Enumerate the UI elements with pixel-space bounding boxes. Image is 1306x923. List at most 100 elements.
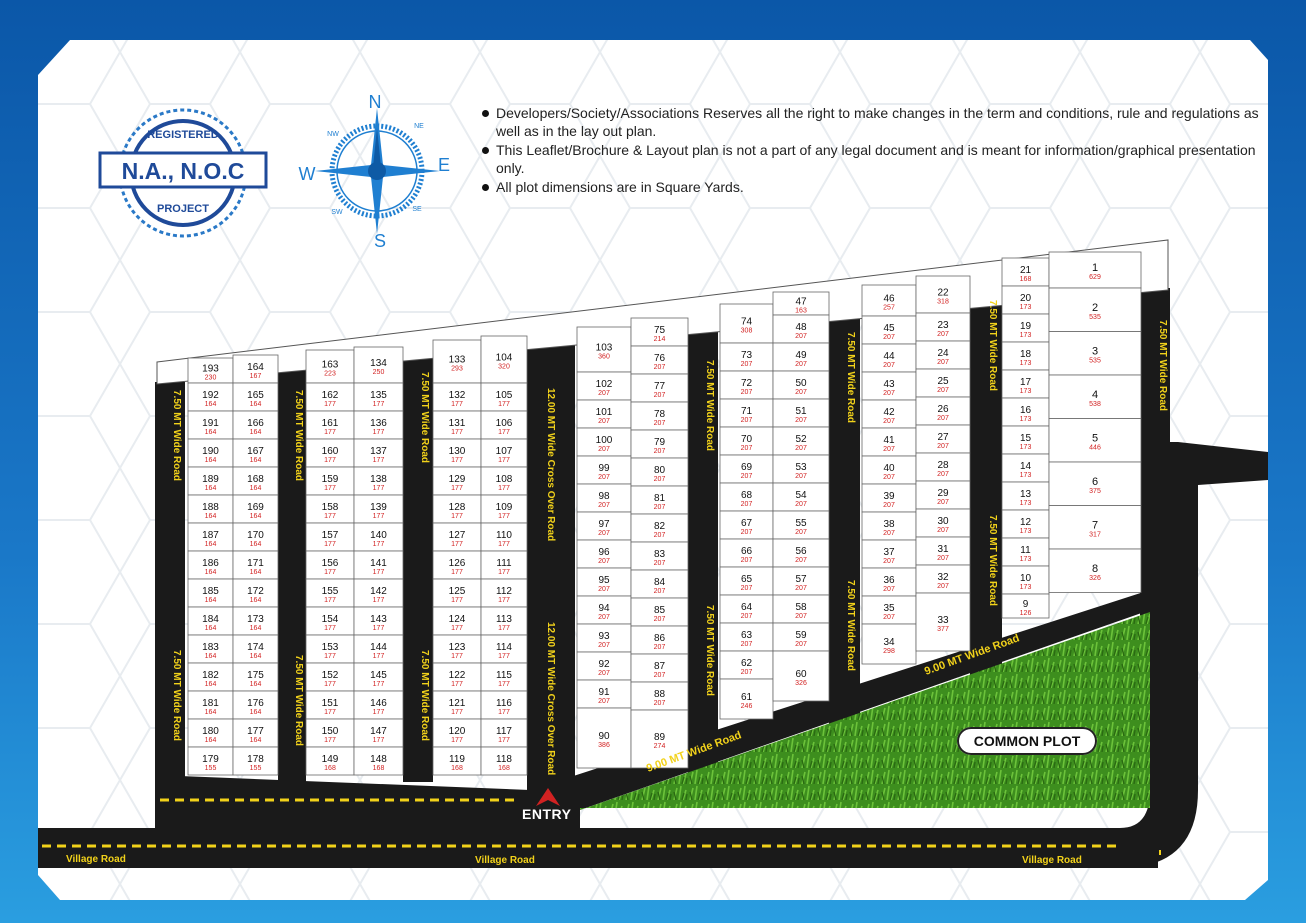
plot-cell[interactable] <box>861 315 917 345</box>
plot-cell[interactable] <box>232 494 279 524</box>
plot-cell[interactable] <box>187 410 234 440</box>
plot-cell[interactable] <box>861 455 917 485</box>
plot-cell[interactable] <box>719 538 774 568</box>
plot-cell[interactable] <box>630 653 689 683</box>
plot-cell[interactable] <box>305 606 355 636</box>
plot-cell[interactable] <box>232 438 279 468</box>
plot-cell[interactable] <box>232 634 279 664</box>
plot-cell[interactable] <box>772 314 830 344</box>
plot-cell[interactable] <box>187 522 234 552</box>
plot-cell[interactable] <box>305 690 355 720</box>
plot-cell[interactable] <box>772 426 830 456</box>
plot-cell[interactable] <box>576 707 632 769</box>
plot-cell[interactable] <box>719 342 774 372</box>
plot-cell[interactable] <box>187 494 234 524</box>
plot-cell[interactable] <box>353 746 404 776</box>
plot-cell[interactable] <box>1048 374 1142 419</box>
plot-cell[interactable] <box>353 466 404 496</box>
plot-cell[interactable] <box>353 718 404 748</box>
plot-cell[interactable] <box>719 398 774 428</box>
plot-cell[interactable] <box>1001 369 1050 399</box>
plot-cell[interactable] <box>480 466 528 496</box>
plot-cell[interactable] <box>915 452 971 482</box>
plot-cell[interactable] <box>630 317 689 347</box>
plot-cell[interactable] <box>353 578 404 608</box>
plot-cell[interactable] <box>480 550 528 580</box>
plot-cell[interactable] <box>232 382 279 412</box>
plot-cell[interactable] <box>353 410 404 440</box>
plot-cell[interactable] <box>305 718 355 748</box>
plot-cell[interactable] <box>480 410 528 440</box>
plot-cell[interactable] <box>305 494 355 524</box>
plot-cell[interactable] <box>861 483 917 513</box>
plot-cell[interactable] <box>232 746 279 776</box>
plot-cell[interactable] <box>187 606 234 636</box>
plot-cell[interactable] <box>480 522 528 552</box>
plot-cell[interactable] <box>772 622 830 652</box>
plot-cell[interactable] <box>630 345 689 375</box>
plot-cell[interactable] <box>861 284 917 317</box>
plot-cell[interactable] <box>353 494 404 524</box>
plot-cell[interactable] <box>630 709 689 769</box>
plot-cell[interactable] <box>1001 593 1050 619</box>
plot-cell[interactable] <box>861 539 917 569</box>
plot-cell[interactable] <box>1048 331 1142 376</box>
plot-cell[interactable] <box>353 346 404 384</box>
plot-cell[interactable] <box>305 466 355 496</box>
plot-cell[interactable] <box>432 339 482 384</box>
plot-cell[interactable] <box>353 438 404 468</box>
plot-cell[interactable] <box>630 457 689 487</box>
plot-cell[interactable] <box>232 606 279 636</box>
plot-cell[interactable] <box>187 357 234 384</box>
plot-cell[interactable] <box>480 690 528 720</box>
plot-cell[interactable] <box>630 625 689 655</box>
plot-cell[interactable] <box>576 679 632 709</box>
plot-cell[interactable] <box>861 371 917 401</box>
plot-cell[interactable] <box>432 550 482 580</box>
plot-cell[interactable] <box>1001 509 1050 539</box>
plot-cell[interactable] <box>861 511 917 541</box>
plot-cell[interactable] <box>432 438 482 468</box>
plot-cell[interactable] <box>915 396 971 426</box>
plot-cell[interactable] <box>772 594 830 624</box>
plot-cell[interactable] <box>719 370 774 400</box>
plot-cell[interactable] <box>630 569 689 599</box>
plot-cell[interactable] <box>861 595 917 625</box>
plot-cell[interactable] <box>915 424 971 454</box>
plot-cell[interactable] <box>305 662 355 692</box>
plot-cell[interactable] <box>1048 505 1142 550</box>
plot-cell[interactable] <box>861 427 917 457</box>
plot-cell[interactable] <box>432 662 482 692</box>
plot-cell[interactable] <box>432 522 482 552</box>
plot-cell[interactable] <box>772 510 830 540</box>
plot-cell[interactable] <box>630 401 689 431</box>
plot-cell[interactable] <box>232 550 279 580</box>
plot-cell[interactable] <box>187 438 234 468</box>
plot-cell[interactable] <box>353 550 404 580</box>
plot-cell[interactable] <box>915 564 971 594</box>
plot-cell[interactable] <box>432 746 482 776</box>
plot-cell[interactable] <box>861 399 917 429</box>
plot-cell[interactable] <box>480 662 528 692</box>
plot-cell[interactable] <box>232 578 279 608</box>
plot-cell[interactable] <box>305 438 355 468</box>
plot-cell[interactable] <box>480 438 528 468</box>
plot-cell[interactable] <box>719 594 774 624</box>
plot-cell[interactable] <box>772 650 830 702</box>
plot-cell[interactable] <box>915 368 971 398</box>
plot-cell[interactable] <box>432 578 482 608</box>
plot-cell[interactable] <box>915 275 971 314</box>
plot-cell[interactable] <box>305 550 355 580</box>
plot-cell[interactable] <box>305 349 355 384</box>
plot-cell[interactable] <box>719 303 774 344</box>
plot-cell[interactable] <box>480 634 528 664</box>
plot-cell[interactable] <box>719 650 774 680</box>
plot-cell[interactable] <box>630 597 689 627</box>
plot-cell[interactable] <box>305 410 355 440</box>
plot-cell[interactable] <box>576 567 632 597</box>
plot-cell[interactable] <box>232 718 279 748</box>
plot-cell[interactable] <box>1001 425 1050 455</box>
plot-cell[interactable] <box>480 718 528 748</box>
plot-cell[interactable] <box>915 508 971 538</box>
plot-cell[interactable] <box>719 482 774 512</box>
